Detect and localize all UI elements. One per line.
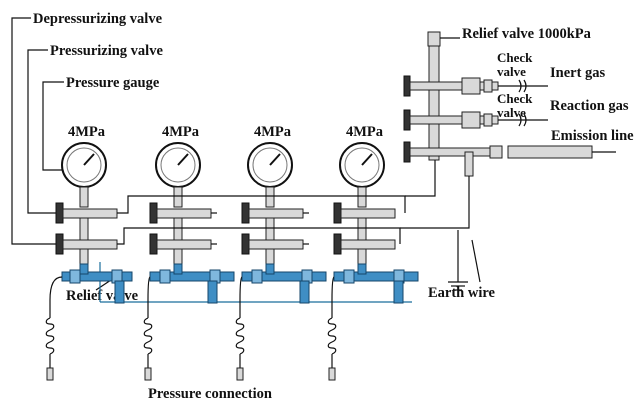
label-pressurizing-valve: Pressurizing valve	[50, 43, 163, 59]
label-pressure-connection: Pressure connection	[148, 386, 272, 402]
hose-end-1	[46, 367, 54, 381]
pressurizing-valve-2-handle	[149, 233, 158, 255]
label-leaders	[11, 17, 481, 291]
label-reaction-gas: Reaction gas	[550, 98, 629, 114]
label-check-valve-2a: Check	[497, 91, 533, 106]
inert-gas-valve-handle	[403, 75, 411, 97]
label-check-valve-1b: valve	[497, 64, 526, 79]
pressure-connection-hoses	[45, 276, 337, 381]
gas-inlet-block	[403, 31, 616, 177]
label-earth-wire: Earth wire	[428, 285, 496, 301]
pressurizing-valve-3-handle	[241, 233, 250, 255]
depressurizing-valve-3-handle	[241, 202, 250, 224]
relief-valve-1000kpa	[427, 31, 441, 47]
check-valve-reaction	[461, 111, 481, 129]
label-inert-gas: Inert gas	[550, 65, 606, 81]
gauge-rating-2: 4MPa	[162, 124, 200, 140]
label-check-valve-2b: valve	[497, 105, 526, 120]
hose-end-2	[144, 367, 152, 381]
emission-line-pipe	[507, 145, 593, 159]
manifold-station-1	[55, 142, 118, 272]
hose-end-3	[236, 367, 244, 381]
gauge-rating-3: 4MPa	[254, 124, 292, 140]
header-piping	[117, 160, 470, 291]
depressurizing-valve-4-handle	[333, 202, 342, 224]
pressure-connection-fittings	[61, 262, 419, 304]
label-emission-line: Emission line	[551, 128, 634, 144]
label-check-valve-1a: Check	[497, 50, 533, 65]
manifold-station-4	[333, 142, 396, 272]
label-relief-valve-1000kpa: Relief valve 1000kPa	[462, 26, 592, 42]
emission-valve-handle	[403, 141, 411, 163]
hose-end-4	[328, 367, 336, 381]
manifold-station-3	[241, 142, 304, 272]
pressurizing-valve-1-handle	[55, 233, 64, 255]
reaction-gas-valve-handle	[403, 109, 411, 131]
manifold-station-2	[149, 142, 212, 272]
depressurizing-valve-2-handle	[149, 202, 158, 224]
pressurizing-valve-4-handle	[333, 233, 342, 255]
check-valve-inert	[461, 77, 481, 95]
label-pressure-gauge: Pressure gauge	[66, 75, 160, 91]
gauge-rating-1: 4MPa	[68, 124, 106, 140]
label-depressurizing-valve: Depressurizing valve	[33, 11, 163, 27]
gauge-rating-4: 4MPa	[346, 124, 384, 140]
depressurizing-valve-1-handle	[55, 202, 64, 224]
